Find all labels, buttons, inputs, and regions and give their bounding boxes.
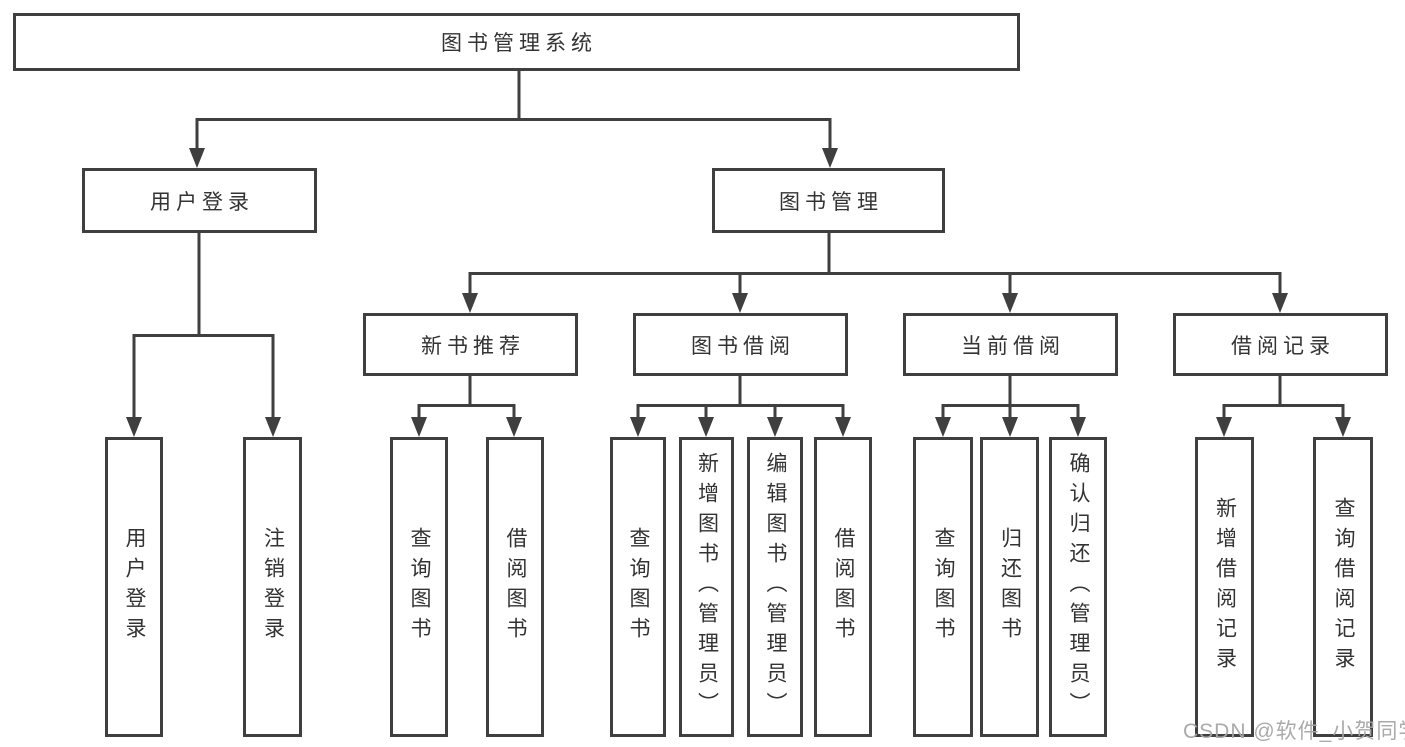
leaf-borrow-books-label: 借阅图书	[832, 527, 855, 647]
csdn-watermark: CSDN @软件_小贺同学	[1183, 720, 1405, 743]
leaf-query-books-current: 查询图书	[913, 437, 973, 737]
node-book-borrowing-label: 图书借阅	[691, 334, 795, 358]
node-root-label: 图书管理系统	[441, 32, 597, 55]
leaf-query-books-recommend-label: 查询图书	[408, 527, 431, 647]
leaf-add-borrow-record-label: 新增借阅记录	[1213, 497, 1237, 677]
leaf-user-login: 用户登录	[105, 437, 163, 737]
node-book-management: 图书管理	[712, 168, 945, 233]
connector-paths	[132, 70, 1345, 419]
node-book-borrowing: 图书借阅	[633, 313, 848, 376]
leaf-logout: 注销登录	[243, 437, 302, 737]
branch-borrowing-records	[1222, 376, 1345, 419]
leaf-query-books-borrowing: 查询图书	[610, 437, 666, 737]
leaf-borrow-books: 借阅图书	[814, 437, 872, 737]
node-borrowing-records: 借阅记录	[1173, 313, 1388, 376]
node-current-borrowing: 当前借阅	[903, 313, 1118, 376]
leaf-query-books-current-label: 查询图书	[932, 527, 955, 647]
leaf-query-borrow-record-label: 查询借阅记录	[1332, 497, 1355, 677]
branch-new-book	[417, 376, 516, 419]
node-borrowing-records-label: 借阅记录	[1231, 334, 1335, 358]
leaf-edit-books-admin: 编辑图书（管理员）	[747, 437, 803, 737]
leaf-return-books-label: 归还图书	[998, 527, 1022, 647]
node-root: 图书管理系统	[13, 13, 1020, 71]
branch-current-borrowing	[941, 376, 1080, 419]
branch-bar-level1	[195, 118, 832, 150]
leaf-logout-label: 注销登录	[261, 527, 285, 647]
node-new-book-recommend: 新书推荐	[363, 313, 578, 376]
arrowheads	[126, 148, 1351, 437]
leaf-user-login-label: 用户登录	[123, 527, 146, 647]
leaf-query-borrow-record: 查询借阅记录	[1313, 437, 1373, 737]
node-user-login: 用户登录	[82, 168, 317, 233]
node-book-management-label: 图书管理	[779, 190, 883, 214]
node-new-book-recommend-label: 新书推荐	[421, 334, 525, 358]
leaf-query-books-recommend: 查询图书	[390, 437, 448, 737]
branch-book-borrowing	[636, 376, 845, 419]
node-current-borrowing-label: 当前借阅	[961, 334, 1065, 358]
leaf-borrow-books-recommend-label: 借阅图书	[504, 527, 527, 647]
leaf-edit-books-admin-label: 编辑图书（管理员）	[764, 452, 787, 722]
node-user-login-label: 用户登录	[150, 190, 254, 214]
leaf-borrow-books-recommend: 借阅图书	[486, 437, 544, 737]
branch-bar-level2	[468, 272, 1282, 295]
branch-bar-user-login	[132, 334, 275, 419]
leaf-add-borrow-record: 新增借阅记录	[1195, 437, 1254, 737]
leaf-add-books-admin-label: 新增图书（管理员）	[695, 452, 719, 722]
leaf-confirm-return-admin: 确认归还（管理员）	[1049, 437, 1107, 737]
leaf-return-books: 归还图书	[980, 437, 1039, 737]
leaf-confirm-return-admin-label: 确认归还（管理员）	[1067, 452, 1090, 722]
leaf-add-books-admin: 新增图书（管理员）	[679, 437, 734, 737]
leaf-query-books-borrowing-label: 查询图书	[627, 527, 650, 647]
